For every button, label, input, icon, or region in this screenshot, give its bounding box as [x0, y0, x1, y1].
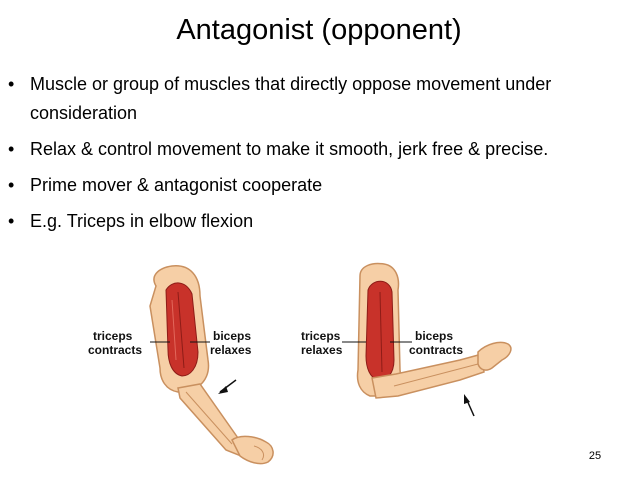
- label-triceps-relaxes-2: relaxes: [301, 343, 343, 357]
- right-forearm: [371, 353, 485, 399]
- bullet-text: Muscle or group of muscles that directly…: [30, 74, 552, 123]
- extended-arm-figure: triceps contracts biceps relaxes: [88, 265, 274, 465]
- bullet-text: E.g. Triceps in elbow flexion: [30, 211, 254, 231]
- left-upper-muscle: [165, 282, 199, 377]
- label-triceps-contracts-2: contracts: [88, 343, 142, 357]
- page-number: 25: [588, 450, 602, 462]
- label-triceps-contracts-1: triceps: [93, 329, 133, 343]
- bullet-item: • Prime mover & antagonist cooperate: [8, 171, 628, 200]
- label-biceps-contracts-1: biceps: [415, 329, 453, 343]
- bullet-item: • Relax & control movement to make it sm…: [8, 135, 628, 164]
- bullet-list: • Muscle or group of muscles that direct…: [8, 70, 628, 243]
- bullet-item: • E.g. Triceps in elbow flexion: [8, 207, 628, 236]
- bullet-icon: •: [8, 175, 15, 195]
- right-hand: [477, 341, 512, 371]
- label-biceps-relaxes-1: biceps: [213, 329, 251, 343]
- flexed-arm-figure: triceps relaxes biceps contracts: [301, 262, 512, 417]
- bullet-icon: •: [8, 211, 15, 231]
- label-triceps-relaxes-1: triceps: [301, 329, 341, 343]
- left-hand: [231, 435, 274, 465]
- slide-title: Antagonist (opponent): [176, 14, 462, 46]
- bullet-icon: •: [8, 74, 15, 94]
- label-biceps-relaxes-2: relaxes: [210, 343, 252, 357]
- bullet-icon: •: [8, 139, 15, 159]
- bullet-item: • Muscle or group of muscles that direct…: [8, 70, 628, 128]
- label-biceps-contracts-2: contracts: [409, 343, 463, 357]
- bullet-text: Prime mover & antagonist cooperate: [30, 175, 323, 195]
- bullet-text: Relax & control movement to make it smoo…: [30, 139, 549, 159]
